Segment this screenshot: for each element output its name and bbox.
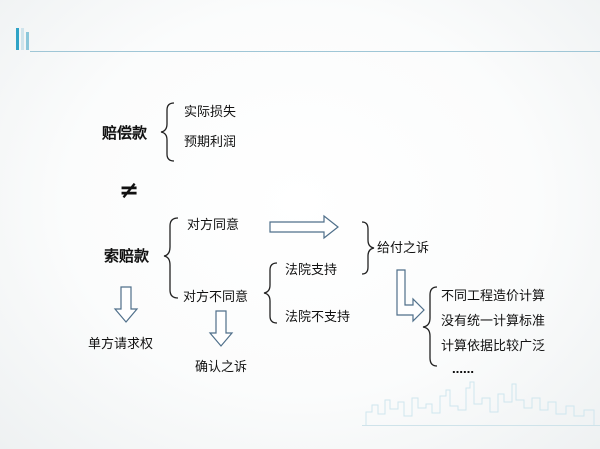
arrow-right-agree bbox=[269, 214, 339, 240]
bracket-payment bbox=[361, 221, 375, 275]
bracket-reasons bbox=[422, 286, 438, 367]
label-actual-loss: 实际损失 bbox=[184, 105, 237, 120]
label-reason-1: 不同工程造价计算 bbox=[441, 289, 546, 304]
label-ellipsis: …… bbox=[452, 363, 474, 376]
label-disagree: 对方不同意 bbox=[183, 290, 249, 305]
label-unilateral-right: 单方请求权 bbox=[88, 337, 154, 352]
label-reason-3: 计算依据比较广泛 bbox=[441, 339, 546, 354]
label-agree: 对方同意 bbox=[187, 218, 240, 233]
not-equal-sign: ≠ bbox=[119, 176, 140, 204]
label-court-not-support: 法院不支持 bbox=[285, 310, 351, 325]
label-compensation: 赔偿款 bbox=[102, 124, 148, 142]
label-expected-profit: 预期利润 bbox=[184, 135, 237, 150]
label-payment-suit: 给付之诉 bbox=[377, 241, 430, 256]
label-court-support: 法院支持 bbox=[285, 263, 338, 278]
arrow-down-claim bbox=[113, 286, 139, 323]
bracket-compensation bbox=[160, 102, 175, 162]
footer-divider bbox=[362, 425, 600, 426]
arrow-down-disagree bbox=[208, 310, 234, 347]
label-claim: 索赔款 bbox=[104, 247, 150, 265]
label-reason-2: 没有统一计算标准 bbox=[441, 314, 546, 329]
header-bars-decoration bbox=[16, 28, 31, 54]
arrow-bent-payment bbox=[396, 269, 425, 323]
label-confirm-suit: 确认之诉 bbox=[195, 360, 248, 375]
skyline-decoration bbox=[365, 381, 595, 425]
bracket-disagree bbox=[263, 262, 278, 324]
bracket-claim bbox=[163, 217, 179, 299]
header-divider bbox=[30, 51, 600, 52]
